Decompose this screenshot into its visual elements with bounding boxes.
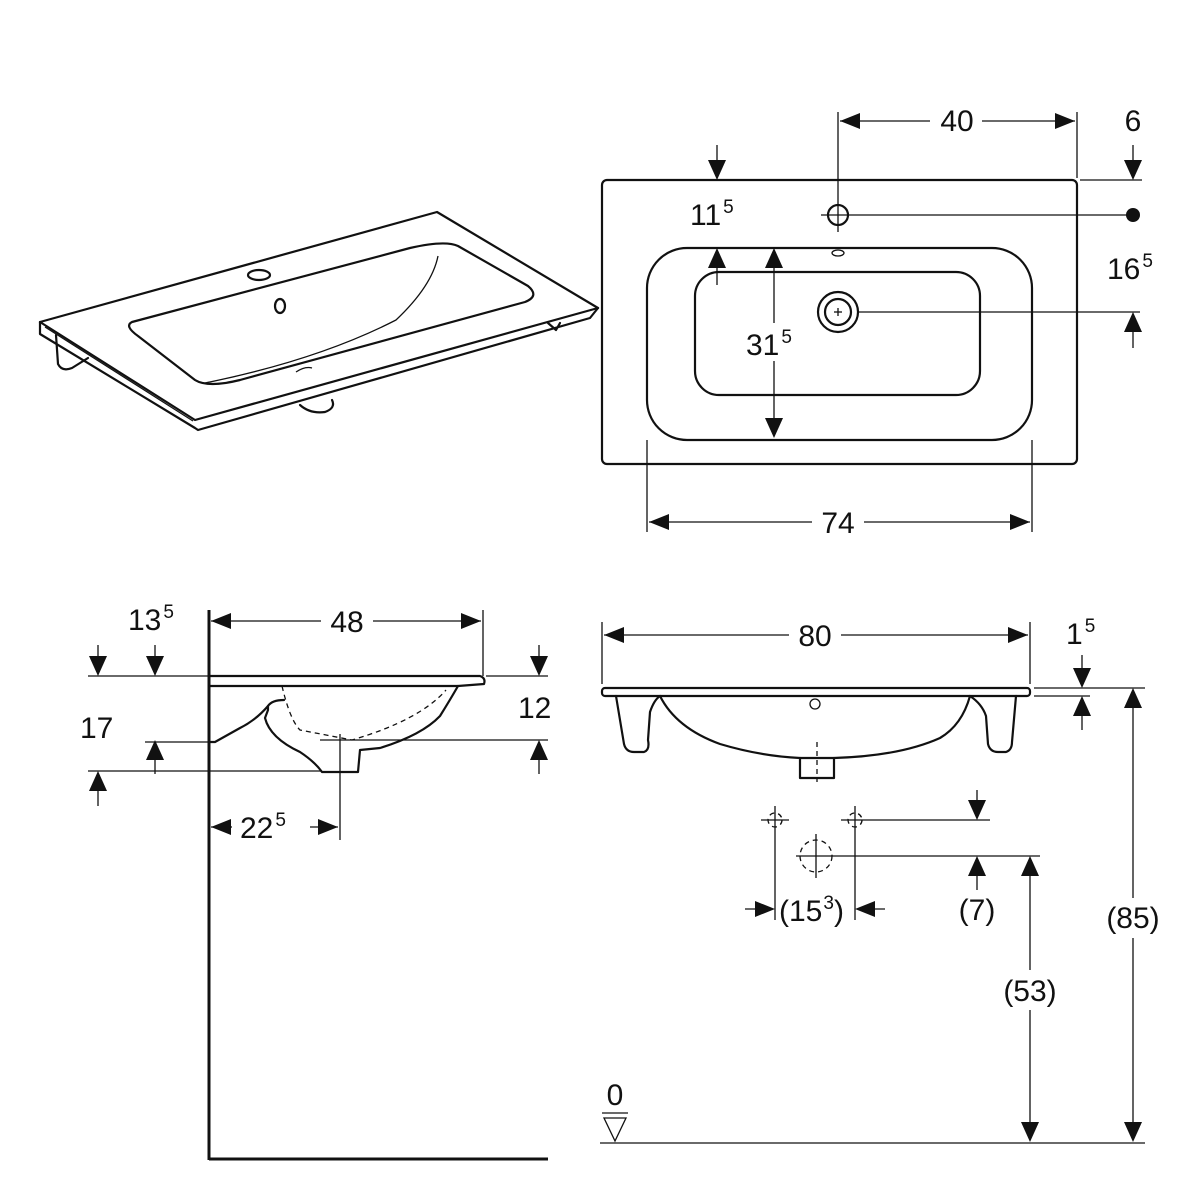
dim-bowl-width: 74: [821, 507, 854, 540]
dim-waste-spacing: (153): [779, 893, 844, 928]
dimension-40: 40: [837, 100, 1078, 198]
waste-markers: [761, 806, 1040, 920]
dim-overall-height: 17: [80, 712, 113, 745]
floor-level-label: 0: [607, 1079, 624, 1112]
isometric-view: [38, 210, 600, 432]
dimension-80: 80: [601, 615, 1031, 684]
dim-faucet-offset: 40: [940, 105, 973, 138]
dim-front-height: 12: [518, 692, 551, 725]
dimension-17: 17: [80, 645, 322, 806]
dim-total-height: (85): [1106, 902, 1159, 935]
dimension-15-3: (153): [745, 893, 885, 928]
dim-depth: 48: [330, 606, 363, 639]
dim-width: 80: [798, 620, 831, 653]
floor-level: 0: [600, 1079, 1145, 1144]
dimension-74: 74: [646, 440, 1033, 540]
dimension-12: 12: [486, 645, 551, 774]
dim-waste-vertical: (7): [959, 894, 996, 927]
dimension-85: (85): [1100, 688, 1166, 1142]
dimension-7: (7): [959, 790, 996, 927]
dimension-6: 6: [1080, 105, 1142, 181]
dim-edge-offset: 6: [1125, 105, 1142, 138]
dimension-53: (53): [998, 856, 1062, 1142]
dim-waste-height: (53): [1003, 975, 1056, 1008]
dimension-48: 48: [211, 601, 484, 676]
